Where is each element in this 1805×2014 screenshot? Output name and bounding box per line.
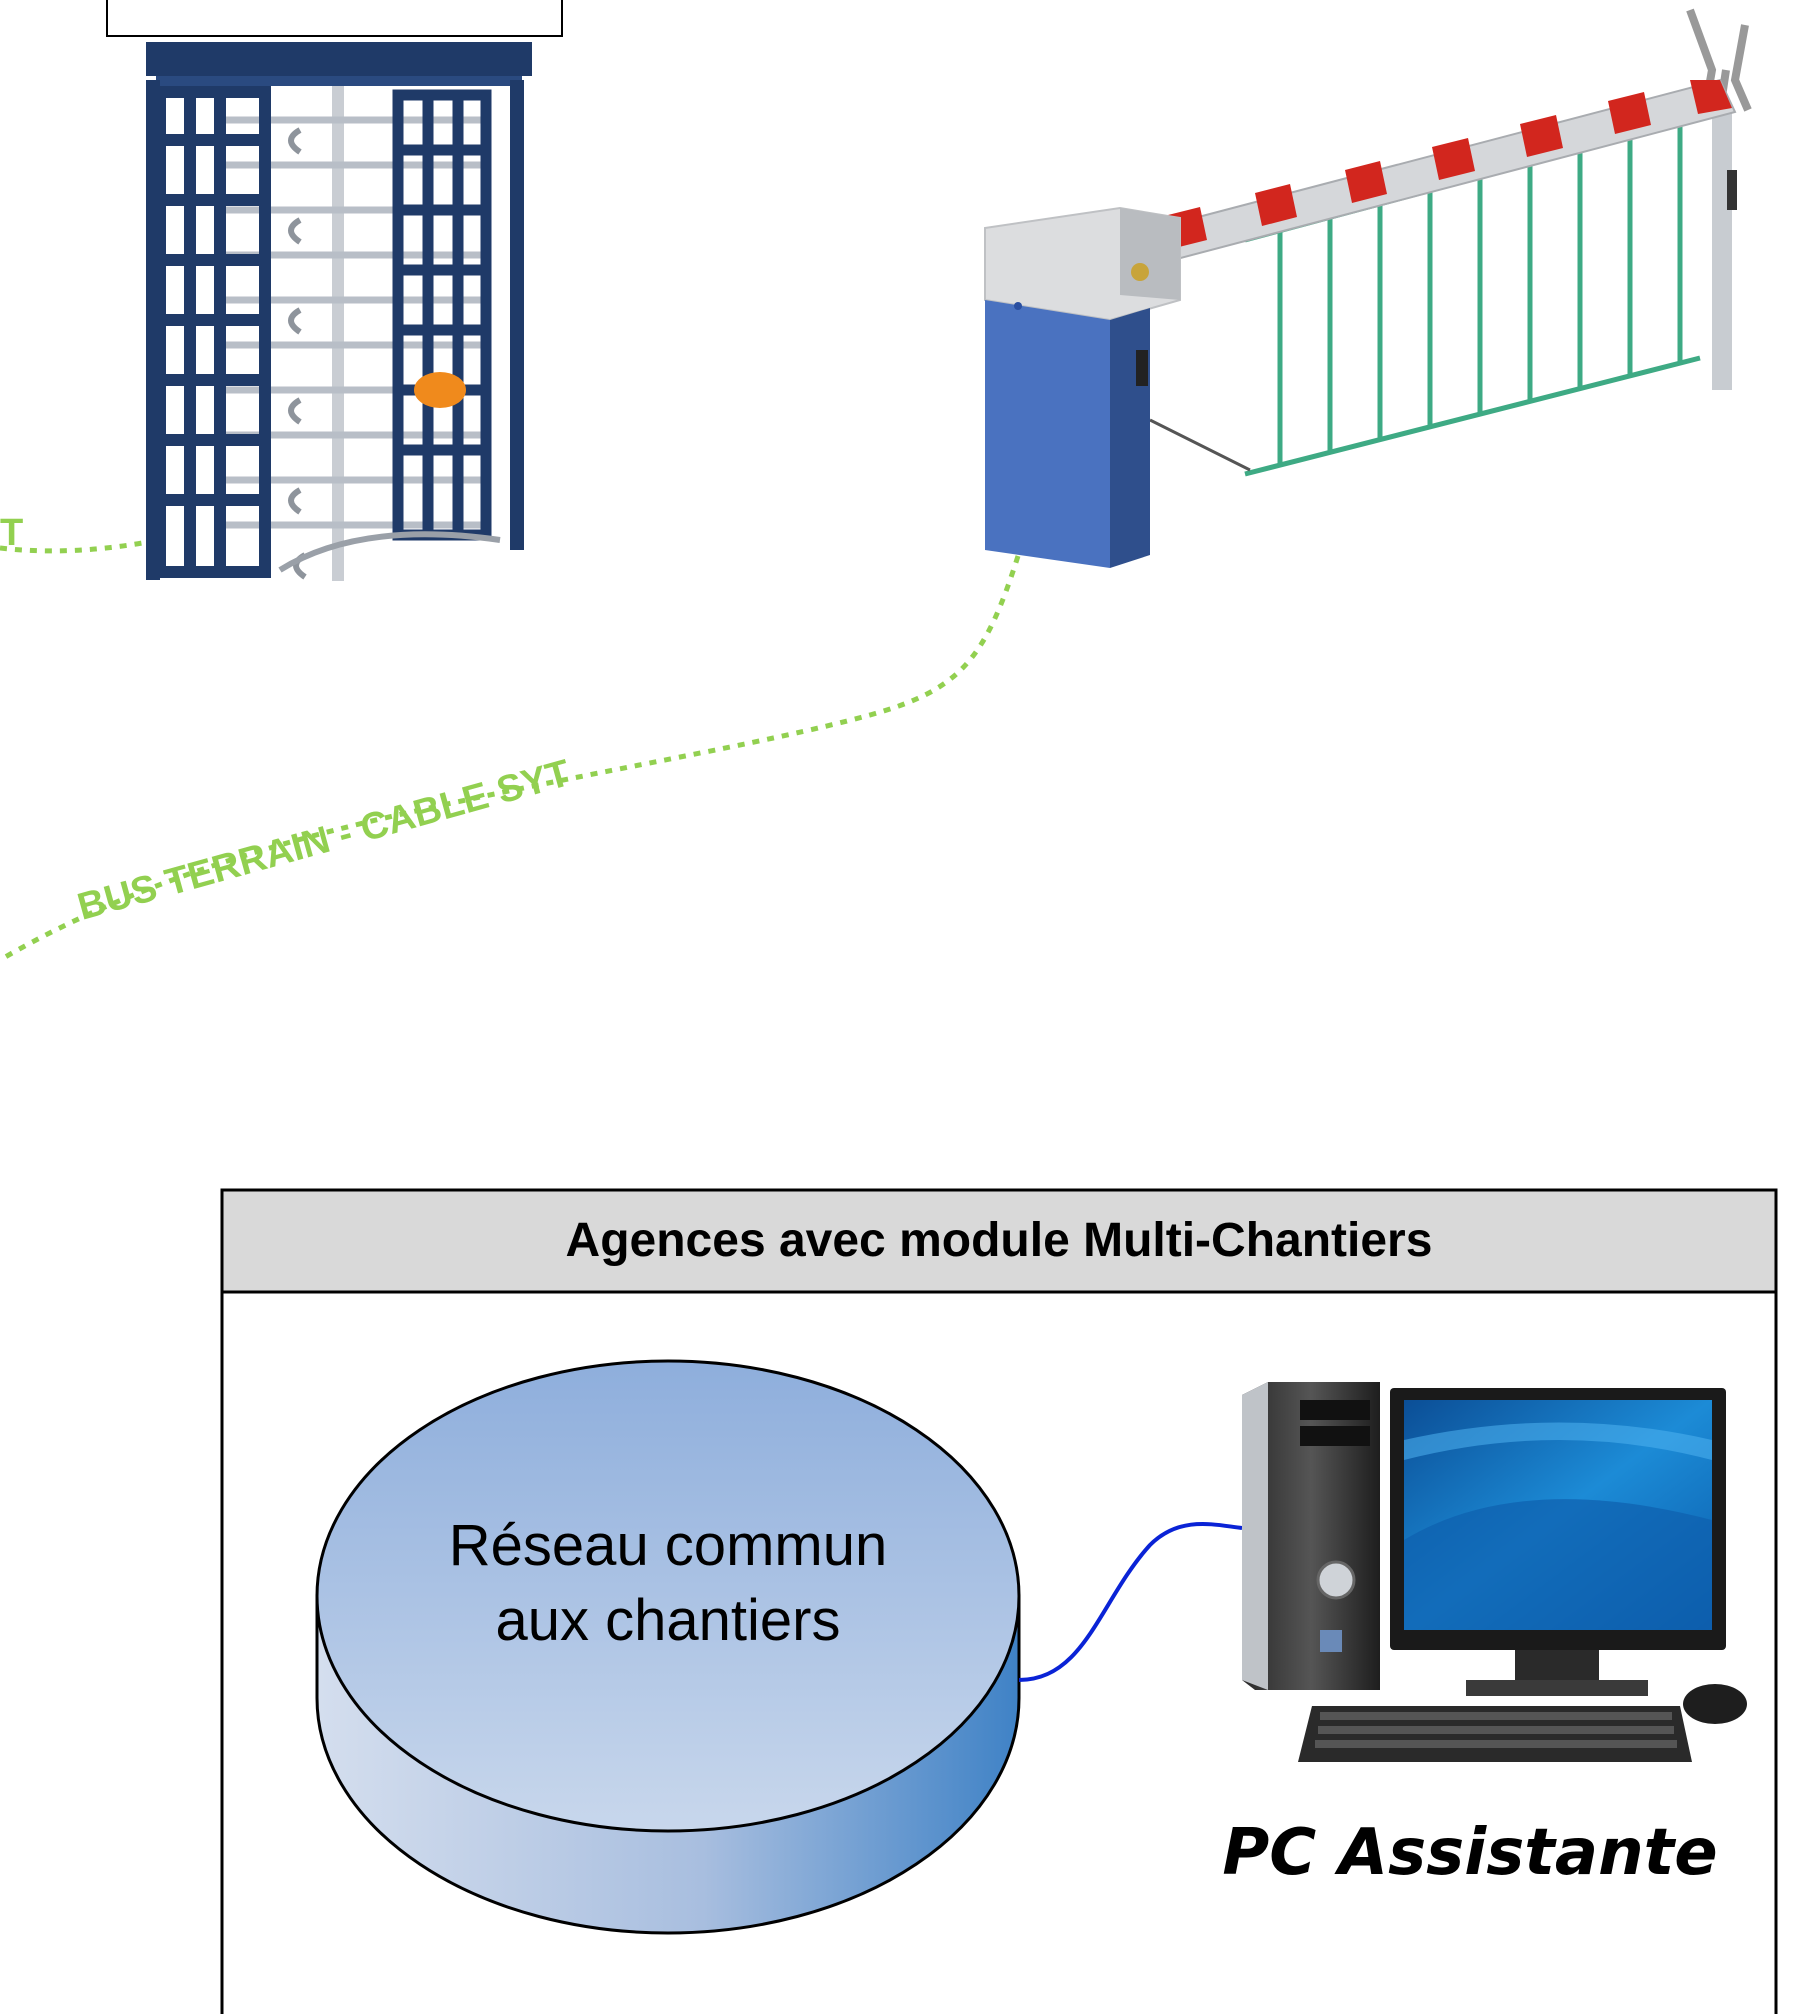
bus-cable [0, 539, 1021, 963]
bus-label-fragment: T [0, 512, 23, 554]
network-link [1018, 1521, 1243, 1682]
pc-label: PC Assistante [1222, 1816, 1717, 1890]
turnstile-icon [146, 42, 532, 581]
barrier-gate-icon [984, 8, 1752, 568]
database-cylinder-icon [315, 1359, 1021, 1935]
network-label-line1: Réseau commun [449, 1513, 887, 1578]
agency-title: Agences avec module Multi-Chantiers [566, 1214, 1433, 1267]
top-label-box [106, 0, 563, 37]
network-label-line2: aux chantiers [496, 1588, 841, 1653]
bus-cable-label: BUS TERRAIN - CABLE SYT [73, 752, 575, 928]
desktop-computer-icon [1242, 1382, 1747, 1762]
agency-header [220, 1188, 1778, 1294]
